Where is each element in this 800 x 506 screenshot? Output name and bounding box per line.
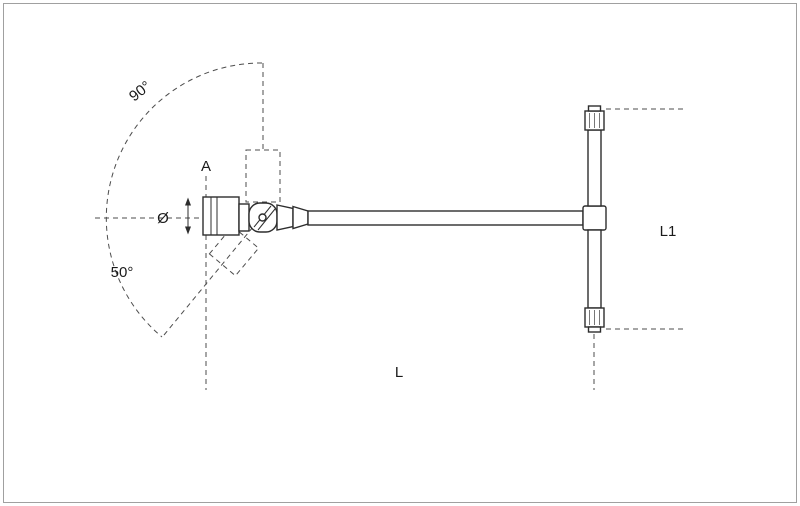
shaft bbox=[307, 210, 584, 226]
joint-slot-line-2 bbox=[257, 208, 276, 231]
swivel-down-axis-line bbox=[163, 226, 254, 336]
socket-ghost-up bbox=[245, 149, 281, 203]
diameter-dimension bbox=[185, 197, 191, 235]
diameter-arrowhead-bottom bbox=[185, 226, 191, 235]
knurl-hatching-top bbox=[589, 113, 600, 128]
handle-bar-bottom bbox=[587, 229, 602, 309]
handle-end-cap-top bbox=[587, 105, 602, 112]
label-handle-length: L1 bbox=[660, 223, 677, 240]
label-socket-diameter: Ø bbox=[157, 210, 169, 227]
socket bbox=[202, 196, 240, 236]
joint-pin bbox=[258, 213, 267, 222]
label-swivel-angle-down: 50° bbox=[111, 264, 134, 281]
dimension-guides bbox=[95, 62, 684, 390]
diameter-arrowhead-top bbox=[185, 197, 191, 206]
joint-connector bbox=[276, 204, 294, 231]
handle-bar-top bbox=[587, 129, 602, 207]
joint-neck bbox=[238, 203, 250, 232]
knurl-hatching-bottom bbox=[589, 310, 600, 325]
label-swivel-angle-up: 90° bbox=[126, 78, 154, 105]
swivel-arc bbox=[105, 62, 263, 338]
label-total-length: L bbox=[395, 364, 403, 381]
handle-collar bbox=[582, 205, 607, 231]
wrench-body bbox=[202, 105, 607, 333]
label-socket-width: A bbox=[201, 158, 211, 175]
shaft-cone bbox=[292, 205, 309, 230]
handle-end-cap-bottom bbox=[587, 326, 602, 333]
drawing-border bbox=[3, 3, 797, 503]
